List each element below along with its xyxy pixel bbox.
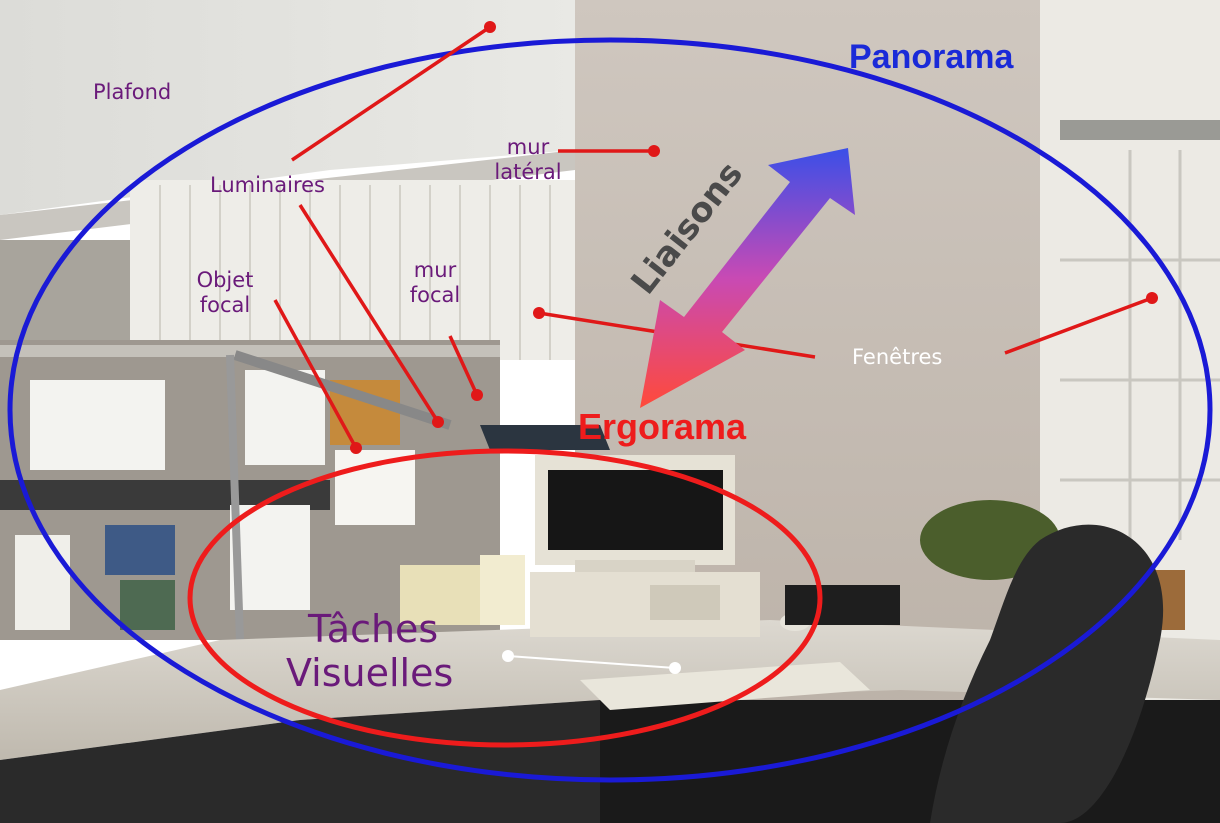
label-taches-line2: Visuelles [286, 650, 454, 695]
phone [785, 585, 900, 625]
label-mur-lateral-line2: latéral [494, 160, 562, 185]
drive-bays [650, 585, 720, 620]
fenetres-line-right [1004, 296, 1153, 355]
liaisons-arrow-shape [640, 148, 855, 408]
label-taches-line1: Tâches [308, 607, 439, 651]
callout-lines [273, 25, 1153, 669]
luminaires-line-ceiling [291, 25, 491, 162]
label-mur-lateral-line1: mur [506, 135, 550, 159]
luminaires-dot-ceiling [484, 21, 496, 33]
label-luminaires: Luminaires [210, 173, 325, 197]
label-mur-lateral: mur latéral [478, 135, 578, 185]
keyboard [580, 662, 870, 710]
lamp-pole [226, 354, 244, 641]
window-bars [1060, 150, 1220, 540]
label-objet-focal-line2: focal [199, 293, 251, 318]
objet-focal-line [273, 299, 358, 449]
mur-focal-dot [471, 389, 483, 401]
partition-trim [0, 345, 500, 357]
taches-visuelles-line [507, 655, 676, 669]
label-panorama: Panorama [849, 38, 1014, 76]
blind-slats [159, 185, 551, 360]
callout-dots [350, 21, 1158, 674]
label-mur-focal-line2: focal [409, 283, 461, 308]
liaisons-arrow [640, 148, 855, 408]
lamp-arm [233, 350, 452, 430]
label-objet-focal-line1: Objet [196, 268, 254, 292]
focal-wall-blinds [130, 180, 575, 360]
label-fenetres: Fenêtres [852, 345, 943, 369]
taches-dot-2 [669, 662, 681, 674]
window-frame [1060, 120, 1220, 140]
pinned-postcard-1 [105, 525, 175, 575]
panorama-ellipse [7, 37, 1213, 783]
pinned-paper-1 [30, 380, 165, 470]
label-objet-focal: Objet focal [180, 268, 270, 318]
label-plafond: Plafond [93, 80, 172, 104]
ergorama-ellipse [187, 448, 823, 748]
label-mur-focal-line1: mur [413, 258, 457, 282]
pinned-paper-3 [230, 505, 310, 610]
desk-front [0, 700, 600, 823]
books [480, 555, 525, 625]
lamp-head [480, 425, 610, 450]
taches-dot-1 [502, 650, 514, 662]
label-ergorama: Ergorama [578, 406, 747, 447]
pinned-paper-4 [15, 535, 70, 630]
office-chair [930, 524, 1164, 823]
ceiling [0, 0, 575, 215]
binder-stack [400, 565, 490, 625]
mur-focal-line [448, 335, 479, 396]
fenetres-dot-right [1146, 292, 1158, 304]
label-taches-visuelles: Tâches Visuelles [286, 607, 453, 695]
fenetres-dot-left [533, 307, 545, 319]
computer-case [530, 572, 760, 637]
luminaires-line-lamp [298, 204, 440, 423]
mur-lateral-dot [648, 145, 660, 157]
luminaires-dot-lamp [432, 416, 444, 428]
monitor-screen [548, 470, 723, 550]
label-mur-focal: mur focal [400, 258, 470, 308]
pinned-paper-2 [245, 370, 325, 465]
pinned-postcard-2 [120, 580, 175, 630]
monitor-stand [575, 560, 695, 575]
objet-focal-dot [350, 442, 362, 454]
